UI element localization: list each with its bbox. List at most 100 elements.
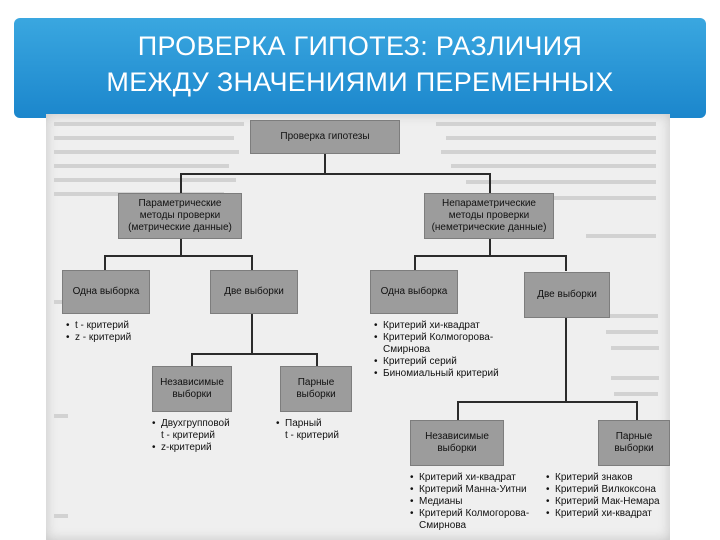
- node-label: (метрические данные): [128, 222, 232, 233]
- connector: [251, 314, 253, 354]
- list-item-line: Критерий Колмогорова-: [383, 332, 494, 343]
- list-item-line: Двухгрупповой: [161, 418, 230, 429]
- connector: [191, 353, 193, 367]
- list-item: Критерий хи-квадрат: [374, 320, 499, 332]
- list-item-line: t - критерий: [161, 430, 215, 441]
- background-text-line: [611, 376, 659, 380]
- list-item: Критерий Колмогорова- Смирнова: [374, 332, 499, 356]
- background-text-line: [614, 392, 658, 396]
- node-param-two-samples: Две выборки: [210, 270, 298, 314]
- connector: [180, 238, 182, 256]
- connector: [489, 238, 491, 256]
- list-item-line: Критерий Колмогорова-: [419, 508, 530, 519]
- node-label: (неметрические данные): [431, 222, 547, 233]
- nonparam-independent-tests: Критерий хи-квадрат Критерий Манна-Уитни…: [410, 472, 529, 532]
- node-nonparam-independent-samples: Независимые выборки: [410, 420, 504, 466]
- background-text-line: [54, 414, 68, 418]
- node-label: Независимые: [425, 431, 489, 442]
- background-text-line: [54, 514, 68, 518]
- slide-title: ПРОВЕРКА ГИПОТЕЗ: РАЗЛИЧИЯ МЕЖДУ ЗНАЧЕНИ…: [14, 28, 706, 100]
- background-text-line: [446, 136, 656, 140]
- connector: [414, 255, 566, 257]
- node-label: выборки: [614, 443, 654, 454]
- node-label: Две выборки: [537, 289, 597, 300]
- node-nonparametric-methods: Непараметрические методы проверки (немет…: [424, 193, 554, 239]
- background-text-line: [54, 178, 236, 182]
- list-item: Критерий Вилкоксона: [546, 484, 660, 496]
- nonparam-one-sample-tests: Критерий хи-квадрат Критерий Колмогорова…: [374, 320, 499, 380]
- slide-title-line-2: МЕЖДУ ЗНАЧЕНИЯМИ ПЕРЕМЕННЫХ: [106, 67, 614, 97]
- node-parametric-methods: Параметрические методы проверки (метриче…: [118, 193, 242, 239]
- background-text-line: [451, 164, 656, 168]
- list-item-line: t - критерий: [285, 430, 339, 441]
- slide-title-line-1: ПРОВЕРКА ГИПОТЕЗ: РАЗЛИЧИЯ: [137, 31, 583, 61]
- list-item: t - критерий: [66, 320, 131, 332]
- list-item: Критерий хи-квадрат: [410, 472, 529, 484]
- connector: [565, 255, 567, 271]
- node-label: Одна выборка: [72, 286, 140, 297]
- connector: [104, 255, 252, 257]
- node-hypothesis-testing: Проверка гипотезы: [250, 120, 400, 154]
- list-item: Двухгрупповой t - критерий: [152, 418, 230, 442]
- connector: [191, 353, 317, 355]
- background-text-line: [54, 164, 229, 168]
- node-label: Независимые: [160, 377, 224, 388]
- connector: [180, 173, 490, 175]
- background-text-line: [611, 346, 659, 350]
- title-banner: [14, 18, 706, 118]
- param-one-sample-tests: t - критерий z - критерий: [66, 320, 131, 344]
- background-text-line: [476, 196, 656, 200]
- list-item: Биномиальный критерий: [374, 368, 499, 380]
- background-text-line: [54, 150, 239, 154]
- list-item-line: Смирнова: [419, 520, 467, 531]
- connector: [316, 353, 318, 367]
- node-param-one-sample: Одна выборка: [62, 270, 150, 314]
- list-item: Критерий Колмогорова- Смирнова: [410, 508, 529, 532]
- node-label: Парные: [615, 431, 653, 442]
- background-text-line: [586, 234, 656, 238]
- connector: [457, 401, 637, 403]
- node-label: Проверка гипотезы: [280, 131, 370, 142]
- connector: [324, 152, 326, 174]
- node-label: методы проверки: [139, 210, 221, 221]
- param-independent-tests: Двухгрупповой t - критерий z-критерий: [152, 418, 230, 454]
- node-label: Две выборки: [224, 286, 284, 297]
- connector: [414, 255, 416, 271]
- background-text-line: [606, 330, 658, 334]
- list-item: Критерий Мак-Немара: [546, 496, 660, 508]
- connector: [180, 173, 182, 195]
- list-item-line: Парный: [285, 418, 322, 429]
- node-label: выборки: [296, 389, 336, 400]
- list-item-line: Смирнова: [383, 344, 431, 355]
- list-item: Критерий знаков: [546, 472, 660, 484]
- node-label: методы проверки: [448, 210, 530, 221]
- list-item: Медианы: [410, 496, 529, 508]
- node-param-independent-samples: Независимые выборки: [152, 366, 232, 412]
- list-item: z - критерий: [66, 332, 131, 344]
- node-label: Непараметрические: [441, 198, 536, 209]
- list-item: Критерий серий: [374, 356, 499, 368]
- background-text-line: [606, 314, 658, 318]
- connector: [489, 173, 491, 195]
- background-text-line: [436, 122, 656, 126]
- node-nonparam-two-samples: Две выборки: [524, 272, 610, 318]
- list-item: z-критерий: [152, 442, 230, 454]
- list-item: Критерий хи-квадрат: [546, 508, 660, 520]
- background-text-line: [54, 122, 244, 126]
- connector: [104, 255, 106, 271]
- node-param-paired-samples: Парные выборки: [280, 366, 352, 412]
- background-text-line: [466, 180, 656, 184]
- node-nonparam-paired-samples: Парные выборки: [598, 420, 670, 466]
- node-label: Параметрические: [138, 198, 222, 209]
- connector: [565, 318, 567, 402]
- list-item: Парный t - критерий: [276, 418, 339, 442]
- node-label: выборки: [172, 389, 212, 400]
- node-label: выборки: [437, 443, 477, 454]
- list-item: Критерий Манна-Уитни: [410, 484, 529, 496]
- background-text-line: [54, 300, 66, 304]
- background-text-line: [54, 136, 234, 140]
- nonparam-paired-tests: Критерий знаков Критерий Вилкоксона Крит…: [546, 472, 660, 520]
- node-nonparam-one-sample: Одна выборка: [370, 270, 458, 314]
- node-label: Парные: [297, 377, 335, 388]
- param-paired-tests: Парный t - критерий: [276, 418, 339, 442]
